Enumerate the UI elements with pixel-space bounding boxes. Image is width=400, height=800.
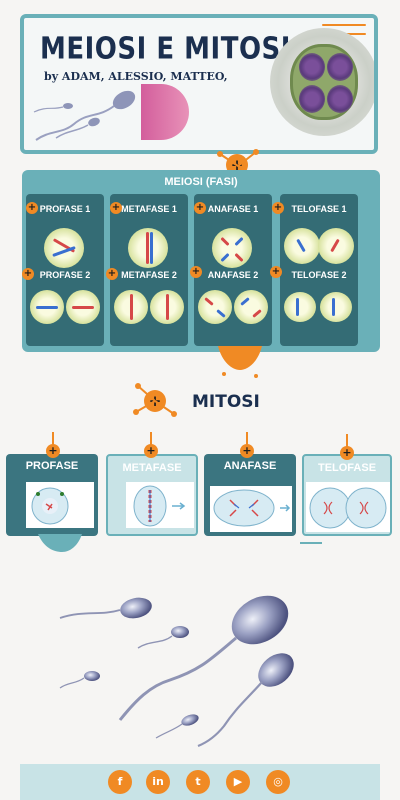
cell-division-photo xyxy=(270,28,374,136)
twitter-icon[interactable]: t xyxy=(186,770,210,794)
metafase1-expand-button[interactable]: + xyxy=(110,202,122,214)
meiosi-column-metafase: METAFASE 1 METAFASE 2 xyxy=(110,194,188,346)
phase-label: METAFASE xyxy=(122,462,182,474)
mitosi-card-metafase[interactable]: METAFASE xyxy=(106,454,198,536)
footer-bar: f in t ▶ ◎ xyxy=(20,764,380,800)
phase-label: ANAFASE xyxy=(223,460,277,472)
splash-decoration xyxy=(38,534,82,552)
mitosi-card-telofase[interactable]: TELOFASE xyxy=(302,454,392,536)
anafase2-expand-button[interactable]: + xyxy=(190,266,202,278)
telofase1-expand-button[interactable]: + xyxy=(272,202,284,214)
linkedin-icon[interactable]: in xyxy=(146,770,170,794)
page-title: MEIOSI E MITOSI xyxy=(40,32,291,67)
youtube-icon[interactable]: ▶ xyxy=(226,770,250,794)
profase1-expand-button[interactable]: + xyxy=(26,202,38,214)
anafase-expand-button[interactable]: + xyxy=(240,444,254,458)
phase-label: PROFASE 2 xyxy=(39,270,91,280)
splash-decoration xyxy=(218,346,262,378)
mitosi-card-anafase[interactable]: ANAFASE xyxy=(204,454,296,536)
meiosi-column-telofase: TELOFASE 1 TELOFASE 2 xyxy=(280,194,358,346)
telofase2-expand-button[interactable]: + xyxy=(270,266,282,278)
sperm-illustration xyxy=(33,90,136,141)
egg-cell-image xyxy=(141,84,189,140)
phase-label: ANAFASE 1 xyxy=(207,204,259,214)
authors-line: by ADAM, ALESSIO, MATTEO, xyxy=(44,70,228,83)
profase-image xyxy=(26,482,94,528)
meiosi-column-profase: PROFASE 1 PROFASE 2 xyxy=(26,194,104,346)
phase-label: TELOFASE xyxy=(317,462,377,474)
splash-decoration xyxy=(133,383,177,417)
phase-label: METAFASE 2 xyxy=(121,270,177,280)
profase-expand-button[interactable]: + xyxy=(46,444,60,458)
metafase-image xyxy=(126,482,194,528)
telofase-image xyxy=(306,482,390,532)
divider-line xyxy=(300,542,322,544)
mitosi-heading: MITOSI xyxy=(192,392,260,412)
anafase-image xyxy=(210,486,292,532)
meiosi-heading: MEIOSI (FASI) xyxy=(164,176,238,188)
phase-label: PROFASE xyxy=(25,460,79,472)
metafase2-expand-button[interactable]: + xyxy=(106,268,118,280)
meiosi-column-anafase: ANAFASE 1 ANAFASE 2 xyxy=(194,194,272,346)
connector-line xyxy=(346,434,348,456)
anafase1-expand-button[interactable]: + xyxy=(194,202,206,214)
metafase-expand-button[interactable]: + xyxy=(144,444,158,458)
mitosi-card-profase[interactable]: PROFASE xyxy=(6,454,98,536)
profase2-expand-button[interactable]: + xyxy=(22,268,34,280)
phase-label: TELOFASE 1 xyxy=(291,204,347,214)
phase-label: TELOFASE 2 xyxy=(291,270,347,280)
header-card: MEIOSI E MITOSI by ADAM, ALESSIO, MATTEO… xyxy=(20,14,378,154)
meiosi-section: MEIOSI (FASI) PROFASE 1 PROFASE 2 METAFA… xyxy=(22,170,380,352)
telofase-expand-button[interactable]: + xyxy=(340,446,354,460)
phase-label: ANAFASE 2 xyxy=(207,270,259,280)
facebook-icon[interactable]: f xyxy=(108,770,132,794)
instagram-icon[interactable]: ◎ xyxy=(266,770,290,794)
sperm-cells-illustration xyxy=(59,595,294,748)
phase-label: PROFASE 1 xyxy=(39,204,91,214)
phase-label: METAFASE 1 xyxy=(121,204,177,214)
